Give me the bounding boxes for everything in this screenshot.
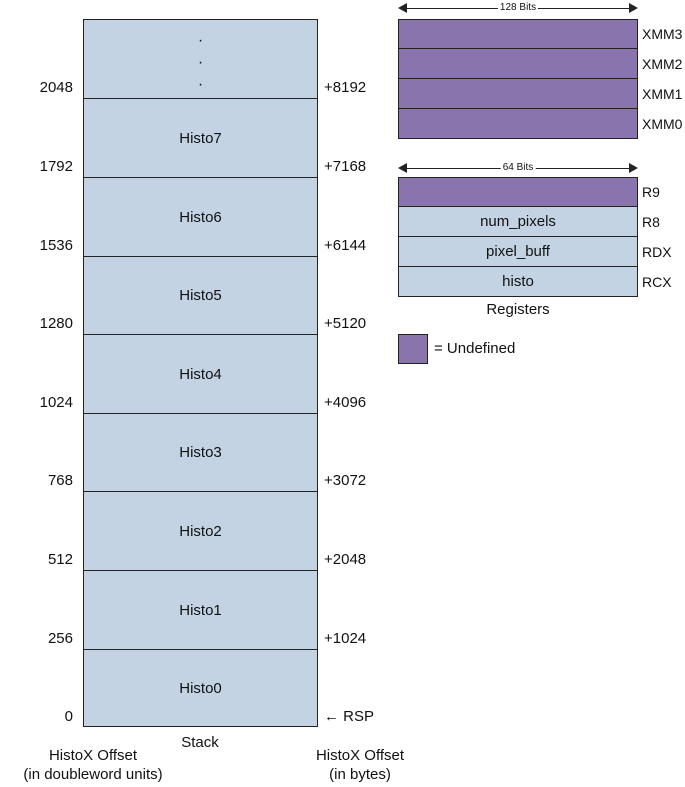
gpr-width-label: 64 Bits [500, 162, 536, 174]
r9-register [398, 177, 638, 207]
xmm-register-name: XMM2 [642, 56, 683, 72]
xmm0-register [398, 109, 638, 139]
stack-cell-label: Histo0 [179, 679, 222, 697]
left-offset-label: 1792 [39, 158, 73, 175]
left-offset-label: 1024 [39, 394, 73, 411]
left-offset-label: 512 [47, 551, 73, 568]
undefined-legend-swatch [398, 334, 428, 364]
rdx-register: pixel_buff [398, 237, 638, 267]
rcx-register: histo [398, 267, 638, 297]
dot: · [197, 32, 204, 49]
stack-cell-histo7: Histo7 [84, 98, 317, 177]
right-offset-label: +4096 [324, 394, 367, 411]
stack-cell-histo3: Histo3 [84, 413, 317, 491]
stack-cell-histo0: Histo0 [84, 649, 317, 726]
left-offset-label: 1280 [39, 315, 73, 332]
gpr-register-name: RDX [642, 244, 672, 260]
gpr-register-name: RCX [642, 274, 672, 290]
stack-diagram: · · · Histo7 Histo6 Histo5 Histo4 Histo3… [83, 19, 318, 727]
arrow-left-icon [398, 3, 407, 13]
xmm3-register [398, 19, 638, 49]
right-caption-text: HistoX Offset (in bytes) [315, 747, 405, 783]
left-offset-label: 768 [47, 472, 73, 489]
arrow-right-icon [629, 3, 638, 13]
xmm-register-name: XMM1 [642, 86, 683, 102]
registers-caption: Registers [486, 301, 550, 318]
rsp-pointer-label: ← RSP [324, 708, 375, 725]
stack-cell-histo5: Histo5 [84, 256, 317, 334]
left-axis-caption: HistoX Offset (in doubleword units) [18, 746, 168, 784]
register-content: pixel_buff [486, 243, 550, 260]
right-offset-label: +7168 [324, 158, 367, 175]
continuation-dots: · · · [84, 30, 317, 96]
stack-cell-label: Histo1 [179, 601, 222, 619]
gpr-register-name: R9 [642, 184, 660, 200]
xmm-register-name: XMM3 [642, 26, 683, 42]
xmm1-register [398, 79, 638, 109]
dot: · [197, 76, 204, 93]
stack-cell-histo4: Histo4 [84, 334, 317, 413]
register-content: num_pixels [480, 213, 556, 230]
xmm-register-name: XMM0 [642, 116, 683, 132]
right-offset-label: +8192 [324, 79, 367, 96]
arrow-left-icon [398, 163, 407, 173]
stack-cell-label: Histo4 [179, 365, 222, 383]
r8-register: num_pixels [398, 207, 638, 237]
arrow-right-icon [629, 163, 638, 173]
right-offset-label: +1024 [324, 630, 367, 647]
stack-cell-label: Histo2 [179, 522, 222, 540]
left-offset-label: 256 [47, 630, 73, 647]
register-content: histo [502, 273, 534, 290]
stack-cell-label: Histo5 [179, 287, 222, 304]
right-axis-caption: HistoX Offset (in bytes) [300, 746, 420, 784]
left-offset-label: 1536 [39, 237, 73, 254]
xmm2-register [398, 49, 638, 79]
left-offset-label: 0 [64, 708, 73, 725]
right-offset-label: +5120 [324, 315, 367, 332]
stack-cell-histo6: Histo6 [84, 177, 317, 256]
undefined-legend-label: = Undefined [434, 340, 516, 357]
stack-cell-label: Histo7 [179, 129, 222, 147]
right-offset-label: +3072 [324, 472, 367, 489]
xmm-width-label: 128 Bits [497, 2, 539, 14]
gpr-register-name: R8 [642, 214, 660, 230]
right-offset-label: +2048 [324, 551, 367, 568]
stack-caption: Stack [181, 734, 219, 751]
left-caption-text: HistoX Offset (in doubleword units) [23, 747, 163, 783]
left-offset-label: 2048 [39, 79, 73, 96]
dot: · [197, 54, 204, 71]
stack-cell-histo2: Histo2 [84, 491, 317, 570]
stack-cell-label: Histo3 [179, 444, 222, 461]
stack-cell-histo1: Histo1 [84, 570, 317, 649]
stack-cell-label: Histo6 [179, 208, 222, 226]
right-offset-label: +6144 [324, 237, 367, 254]
